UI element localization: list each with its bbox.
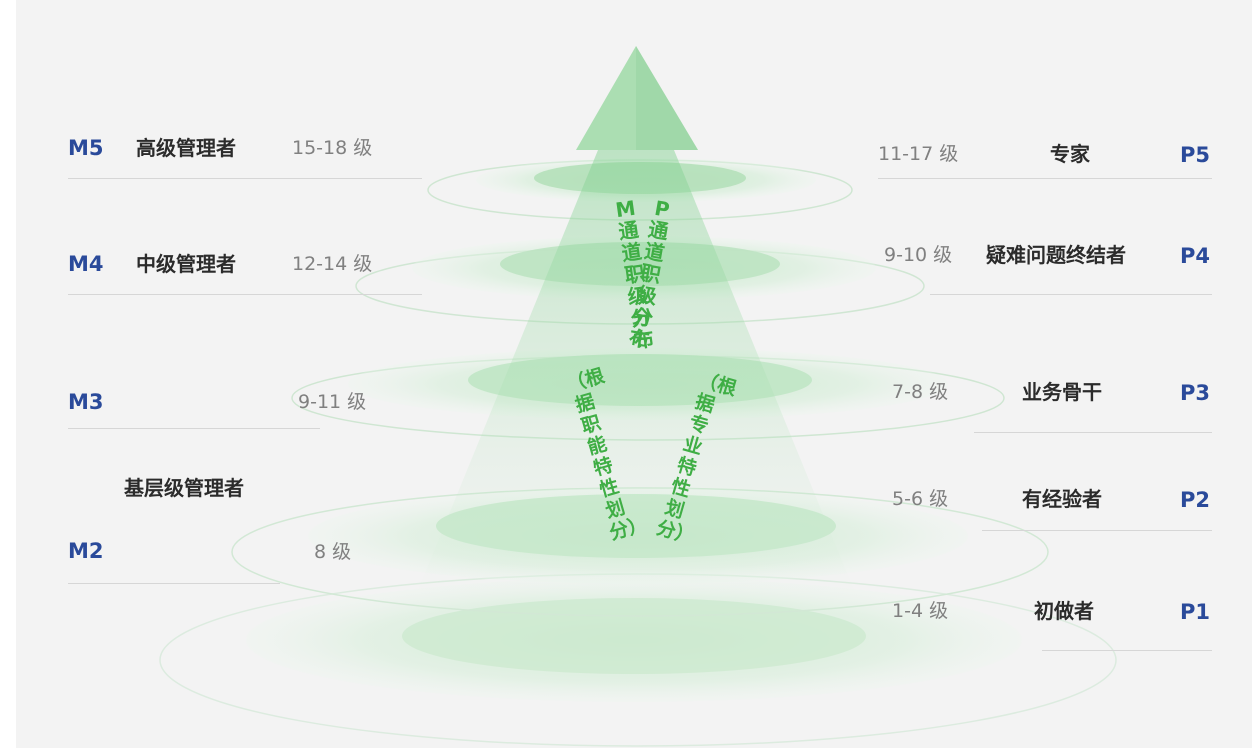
p5-level: 11-17 级 (878, 143, 959, 165)
p2-title: 有经验者 (1022, 487, 1102, 511)
m2-code: M2 (68, 539, 104, 563)
p1-divider (1042, 650, 1212, 651)
m2-level: 8 级 (314, 541, 352, 563)
base-manager-title: 基层级管理者 (124, 476, 244, 500)
m4-code: M4 (68, 252, 104, 276)
m5-title: 高级管理者 (136, 136, 236, 160)
p2-code: P2 (1180, 488, 1211, 512)
p1-level: 1-4 级 (892, 600, 949, 622)
p1-title: 初做者 (1034, 599, 1094, 623)
p4-title: 疑难问题终结者 (986, 243, 1126, 267)
m4-divider (68, 294, 422, 295)
p4-level: 9-10 级 (884, 244, 953, 266)
p2-divider (982, 530, 1212, 531)
p4-code: P4 (1180, 244, 1211, 268)
m3-code: M3 (68, 390, 104, 414)
pyramid-panel: M5 高级管理者 15-18 级 M4 中级管理者 12-14 级 M3 9-1… (16, 0, 1252, 748)
p3-level: 7-8 级 (892, 381, 949, 403)
p3-code: P3 (1180, 381, 1211, 405)
m4-title: 中级管理者 (136, 252, 236, 276)
p3-divider (974, 432, 1212, 433)
p3-title: 业务骨干 (1022, 380, 1102, 404)
p2-level: 5-6 级 (892, 488, 949, 510)
p4-divider (930, 294, 1212, 295)
m5-divider (68, 178, 422, 179)
pyramid-graphic (159, 46, 1117, 747)
p1-code: P1 (1180, 600, 1211, 624)
arrow-head-shade (636, 46, 698, 150)
p5-divider (878, 178, 1212, 179)
p5-title: 专家 (1050, 142, 1090, 166)
m3-divider (68, 428, 320, 429)
cone-beam (418, 150, 854, 590)
m3-level: 9-11 级 (298, 391, 367, 413)
m4-level: 12-14 级 (292, 253, 373, 275)
m2-divider (68, 583, 280, 584)
p5-code: P5 (1180, 143, 1211, 167)
m5-level: 15-18 级 (292, 137, 373, 159)
disc-layer-1-core (402, 598, 866, 674)
m5-code: M5 (68, 136, 104, 160)
